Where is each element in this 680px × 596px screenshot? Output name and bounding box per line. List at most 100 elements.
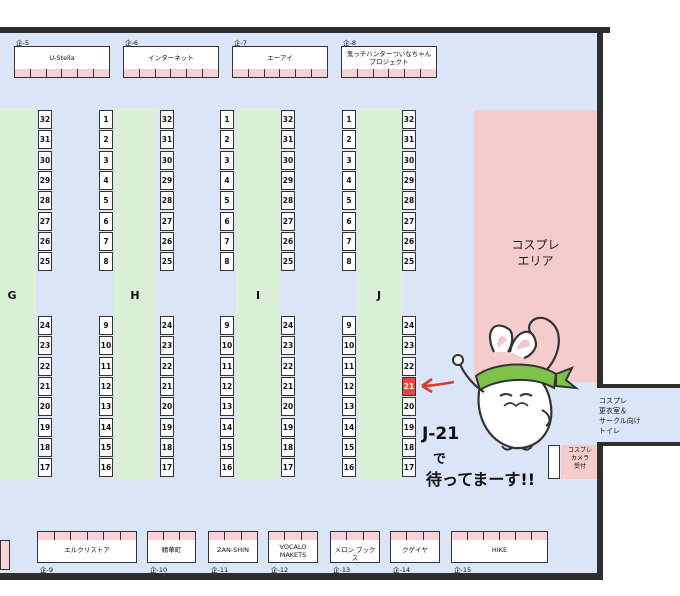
booth-cell-h-22: 22 xyxy=(160,356,174,376)
top-booth-name: 鬼っチハンターついなちゃんプロジェクト xyxy=(346,50,432,66)
booth-cell-i-1: 1 xyxy=(220,110,234,129)
bottom-booth-name: HIKE xyxy=(491,546,508,554)
booth-cell-h-17: 17 xyxy=(160,458,174,478)
cosplay-area-label: コスプレ エリア xyxy=(511,238,560,268)
booth-cell-h-10: 10 xyxy=(99,336,113,356)
top-booth-slots xyxy=(15,69,109,77)
bottom-booth: メロン ブックス xyxy=(330,531,380,563)
bottom-booth-id: 企-14 xyxy=(393,566,411,574)
booth-cell-j-26: 26 xyxy=(402,231,416,251)
bottom-booth-name: クゲイヤ xyxy=(402,546,428,554)
booth-cell-i-15: 15 xyxy=(220,437,234,457)
booth-cell-g-32: 32 xyxy=(38,110,52,129)
booth-cell-j-22: 22 xyxy=(402,356,416,376)
camera-desk xyxy=(548,445,560,479)
mascot-illustration xyxy=(421,316,580,451)
booth-cell-j-25: 25 xyxy=(402,252,416,272)
booth-cell-g-30: 30 xyxy=(38,150,52,170)
booth-cell-j-7: 7 xyxy=(342,231,356,251)
top-booth-id: 企-6 xyxy=(125,39,138,47)
booth-cell-h-32: 32 xyxy=(160,110,174,129)
corridor-bottom-wall xyxy=(597,442,680,446)
booth-cell-h-8: 8 xyxy=(99,252,113,272)
booth-cell-i-13: 13 xyxy=(220,397,234,417)
booth-cell-h-29: 29 xyxy=(160,170,174,190)
bottom-booth-name: VOCALO MAKETS xyxy=(279,543,307,559)
booth-cell-g-19: 19 xyxy=(38,417,52,437)
booth-cell-i-16: 16 xyxy=(220,458,234,478)
booth-cell-i-2: 2 xyxy=(220,130,234,150)
booth-cell-h-15: 15 xyxy=(99,437,113,457)
booth-cell-h-19: 19 xyxy=(160,417,174,437)
booth-cell-j-8: 8 xyxy=(342,252,356,272)
top-booth: U-Stella xyxy=(14,46,110,78)
booth-cell-g-27: 27 xyxy=(38,211,52,231)
booth-cell-h-1: 1 xyxy=(99,110,113,129)
booth-cell-h-26: 26 xyxy=(160,231,174,251)
booth-cell-i-11: 11 xyxy=(220,356,234,376)
right-wall-lower xyxy=(597,442,603,580)
booth-cell-h-9: 9 xyxy=(99,316,113,335)
booth-cell-h-24: 24 xyxy=(160,316,174,335)
top-booth: エーアイ xyxy=(232,46,328,78)
bottom-booth: エルクリストア xyxy=(37,531,137,563)
booth-cell-h-31: 31 xyxy=(160,130,174,150)
top-booth: 鬼っチハンターついなちゃんプロジェクト xyxy=(341,46,437,78)
bottom-booth: ZAN-SHIN xyxy=(208,531,258,563)
booth-cell-g-22: 22 xyxy=(38,356,52,376)
booth-cell-i-30: 30 xyxy=(281,150,295,170)
top-booth-slots xyxy=(124,69,218,77)
top-booth-name: エーアイ xyxy=(267,54,293,62)
top-booth-id: 企-7 xyxy=(234,39,247,47)
right-wall-upper xyxy=(597,27,603,387)
booth-cell-h-14: 14 xyxy=(99,417,113,437)
booth-cell-j-11: 11 xyxy=(342,356,356,376)
booth-cell-g-23: 23 xyxy=(38,336,52,356)
bottom-booth: HIKE xyxy=(451,531,548,563)
booth-cell-g-28: 28 xyxy=(38,191,52,211)
booth-cell-h-3: 3 xyxy=(99,150,113,170)
message-waiting: 待ってまーす!! xyxy=(426,470,535,489)
bottom-booth-id: 企-10 xyxy=(150,566,168,574)
aisle-g xyxy=(0,108,36,480)
booth-cell-h-13: 13 xyxy=(99,397,113,417)
booth-cell-i-12: 12 xyxy=(220,376,234,396)
aisle-i xyxy=(236,108,280,480)
left-stub-booth xyxy=(0,540,10,570)
booth-cell-h-20: 20 xyxy=(160,397,174,417)
row-label-j: J xyxy=(376,289,382,302)
booth-cell-i-29: 29 xyxy=(281,170,295,190)
top-booth-id: 企-5 xyxy=(16,39,29,47)
booth-cell-i-21: 21 xyxy=(281,376,295,396)
booth-cell-h-18: 18 xyxy=(160,437,174,457)
booth-cell-g-21: 21 xyxy=(38,376,52,396)
booth-cell-h-28: 28 xyxy=(160,191,174,211)
booth-cell-h-6: 6 xyxy=(99,211,113,231)
bottom-booth-slots xyxy=(269,532,317,540)
booth-cell-j-15: 15 xyxy=(342,437,356,457)
message-de: で xyxy=(433,452,447,467)
message-booth: J-21 xyxy=(422,424,460,444)
booth-cell-j-3: 3 xyxy=(342,150,356,170)
bottom-booth-slots xyxy=(148,532,195,540)
booth-cell-j-30: 30 xyxy=(402,150,416,170)
booth-cell-j-16: 16 xyxy=(342,458,356,478)
bottom-booth-name: ZAN-SHIN xyxy=(217,546,249,554)
booth-cell-j-12: 12 xyxy=(342,376,356,396)
top-booth-slots xyxy=(233,69,327,77)
booth-cell-j-17: 17 xyxy=(402,458,416,478)
booth-cell-j-31: 31 xyxy=(402,130,416,150)
booth-cell-i-25: 25 xyxy=(281,252,295,272)
booth-cell-j-14: 14 xyxy=(342,417,356,437)
booth-cell-j-5: 5 xyxy=(342,191,356,211)
bottom-booth-name: 精華町 xyxy=(161,546,182,554)
booth-cell-j-24: 24 xyxy=(402,316,416,335)
camera-reception xyxy=(561,445,597,479)
dressing-room-corridor xyxy=(603,387,680,442)
bottom-booth-slots xyxy=(209,532,257,540)
booth-cell-j-2: 2 xyxy=(342,130,356,150)
booth-cell-h-21: 21 xyxy=(160,376,174,396)
booth-cell-j-28: 28 xyxy=(402,191,416,211)
bottom-booth-slots xyxy=(391,532,439,540)
bottom-booth-id: 企-12 xyxy=(271,566,289,574)
